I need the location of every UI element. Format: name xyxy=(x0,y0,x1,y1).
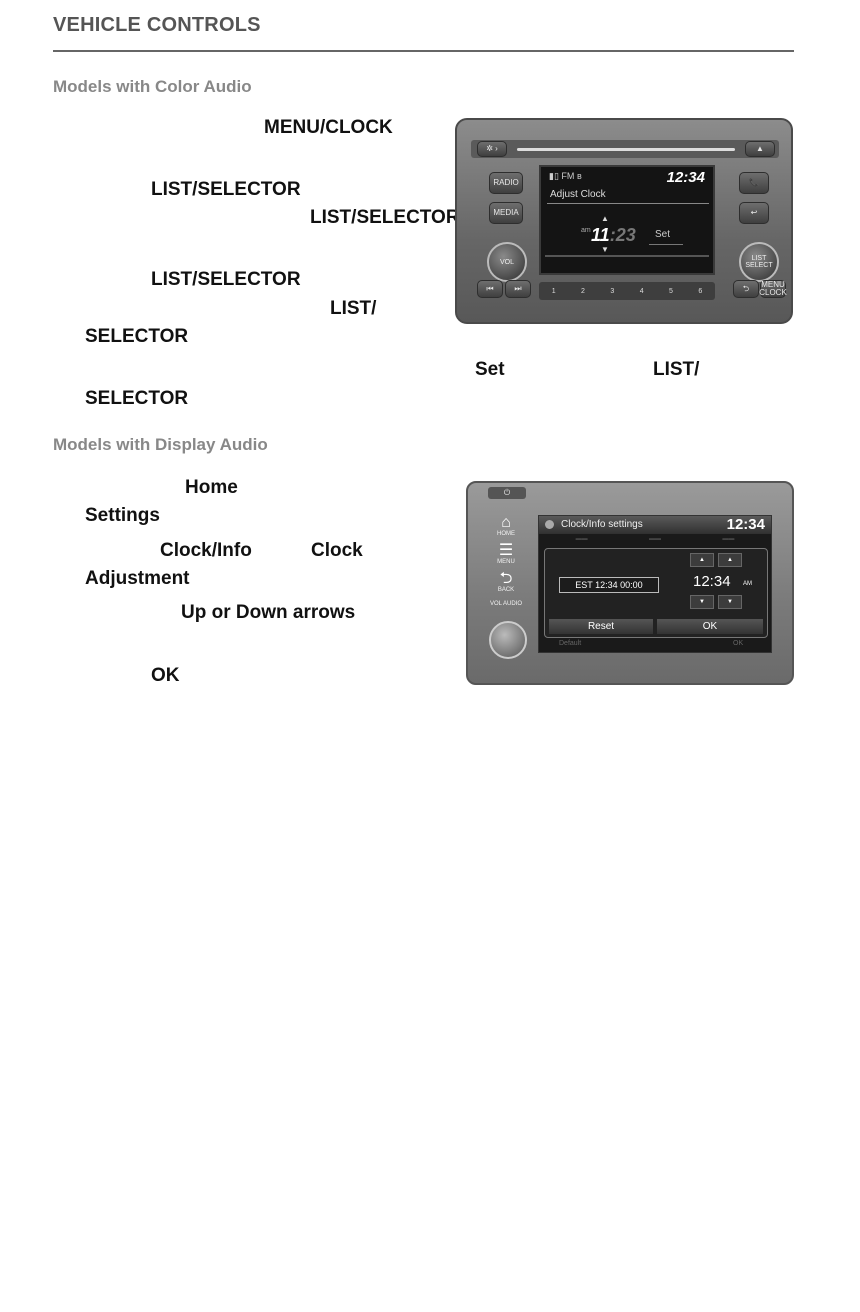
home-icon: ⌂ xyxy=(501,514,511,531)
home-label: Home xyxy=(185,477,238,498)
list-selector-label: LIST/SELECTOR xyxy=(151,179,301,200)
bluetooth-icon: ʙ xyxy=(576,171,582,181)
list-selector-label: LIST/ xyxy=(330,298,377,319)
home-button[interactable]: ⌂HOME xyxy=(488,514,524,538)
preset-button[interactable]: 2 xyxy=(581,287,585,295)
list-selector-label: SELECTOR xyxy=(85,326,189,347)
vol-audio-label: VOL AUDIO xyxy=(489,601,523,607)
minute-down-button[interactable]: ▼ xyxy=(718,595,742,609)
vol-knob[interactable] xyxy=(489,621,527,659)
clock-value: 11:23 xyxy=(591,225,636,246)
color-audio-screen: ▮▯ FM ʙ 12:34 Adjust Clock ▲ am 11:23 ▼ … xyxy=(539,165,715,275)
ok-label: OK xyxy=(151,665,180,686)
preset-button[interactable]: 4 xyxy=(639,287,644,295)
screen-title: Adjust Clock xyxy=(550,189,606,200)
preset-bar: 1 2 3 4 5 6 xyxy=(539,282,715,300)
display-audio-screen: Clock/Info settings 12:34 ▬▬ ▬▬ ▬▬ EST 1… xyxy=(538,515,772,653)
screen-bottom-bar xyxy=(545,255,709,257)
phone-button[interactable]: 📞 xyxy=(739,172,769,194)
signal-icon: ▮▯ xyxy=(549,171,559,181)
screen-time: 12:34 xyxy=(666,169,705,186)
gear-icon xyxy=(545,520,554,529)
reset-button[interactable]: Reset xyxy=(549,619,653,634)
ok-dim-label: OK xyxy=(733,640,744,647)
menu-icon: ☰ xyxy=(498,542,514,559)
adjustment-label: Adjustment xyxy=(85,568,190,589)
power-button[interactable]: ✲ › xyxy=(477,141,507,157)
power-button[interactable]: ⏻ xyxy=(488,487,526,499)
tab-dim: ▬▬ xyxy=(648,536,661,542)
menu-button[interactable]: ☰MENU xyxy=(488,542,524,566)
media-button[interactable]: MEDIA xyxy=(489,202,523,224)
screen-title: Clock/Info settings xyxy=(561,519,643,530)
ampm-indicator: am xyxy=(581,227,591,234)
vol-knob[interactable]: VOL xyxy=(487,242,527,282)
header-rule xyxy=(53,50,794,52)
clock-value: 12:34 xyxy=(693,573,731,590)
up-arrow-icon: ▲ xyxy=(601,214,609,223)
page-header: VEHICLE CONTROLS xyxy=(53,14,261,36)
set-label: Set xyxy=(475,359,505,380)
seek-forward-button[interactable]: ⏭ xyxy=(505,280,531,298)
set-option[interactable]: Set xyxy=(655,229,671,240)
cd-slot xyxy=(517,148,735,151)
preset-button[interactable]: 1 xyxy=(551,287,556,295)
menu-clock-button[interactable]: MENU CLOCK xyxy=(759,280,787,298)
seek-back-button[interactable]: ⏮ xyxy=(477,280,503,298)
preset-button[interactable]: 5 xyxy=(669,287,673,295)
settings-label: Settings xyxy=(85,505,160,526)
title-divider xyxy=(547,203,709,204)
clock-adjust-panel: EST 12:34 00:00 ▲ ▲ 12:34 AM ▼ ▼ Reset O… xyxy=(544,548,768,638)
clock-minute: 23 xyxy=(615,225,636,245)
back-button[interactable]: ⮌ xyxy=(733,280,759,298)
list-select-knob[interactable]: LIST SELECT xyxy=(739,242,779,282)
list-selector-label: LIST/SELECTOR xyxy=(310,207,460,228)
hour-up-button[interactable]: ▲ xyxy=(690,553,714,567)
phone-end-button[interactable]: ↩ xyxy=(739,202,769,224)
settings-tabs: ▬▬ ▬▬ ▬▬ xyxy=(545,536,765,546)
list-selector-label: LIST/SELECTOR xyxy=(151,269,301,290)
clock-info-label: Clock/Info xyxy=(160,540,252,561)
section-title-color-audio: Models with Color Audio xyxy=(53,77,252,96)
list-selector-label: SELECTOR xyxy=(85,388,189,409)
timezone-readout: EST 12:34 00:00 xyxy=(559,577,659,593)
set-underline xyxy=(649,244,683,245)
eject-button[interactable]: ▲ xyxy=(745,141,775,157)
color-audio-unit: ✲ › ▲ RADIO MEDIA VOL ⏮ ⏭ 📞 ↩ LIST SELEC… xyxy=(455,118,793,324)
down-arrow-icon: ▼ xyxy=(601,245,609,254)
hour-down-button[interactable]: ▼ xyxy=(690,595,714,609)
default-label: Default xyxy=(559,640,582,647)
tab-dim: ▬▬ xyxy=(722,536,735,542)
radio-button[interactable]: RADIO xyxy=(489,172,523,194)
display-audio-unit: ⏻ ⌂HOME ☰MENU ⮌BACK VOL AUDIO Clock/Info… xyxy=(466,481,794,685)
clock-separator: : xyxy=(609,225,616,245)
clock-label: Clock xyxy=(311,540,363,561)
menu-clock-label: MENU/CLOCK xyxy=(264,117,393,138)
up-down-arrows-label: Up or Down arrows xyxy=(181,602,356,623)
list-selector-label: LIST/ xyxy=(653,359,700,380)
screen-titlebar: Clock/Info settings 12:34 xyxy=(539,516,771,534)
ok-button[interactable]: OK xyxy=(657,619,763,634)
clock-hour: 11 xyxy=(591,225,610,245)
screen-time: 12:34 xyxy=(726,516,765,533)
minute-up-button[interactable]: ▲ xyxy=(718,553,742,567)
preset-button[interactable]: 6 xyxy=(698,287,703,295)
section-title-display-audio: Models with Display Audio xyxy=(53,435,268,454)
back-icon: ⮌ xyxy=(499,570,513,587)
fm-status: ▮▯ FM ʙ xyxy=(549,171,582,181)
tab-dim: ▬▬ xyxy=(575,536,588,542)
ampm-indicator: AM xyxy=(743,581,752,587)
preset-button[interactable]: 3 xyxy=(610,287,615,295)
back-button[interactable]: ⮌BACK xyxy=(488,570,524,594)
